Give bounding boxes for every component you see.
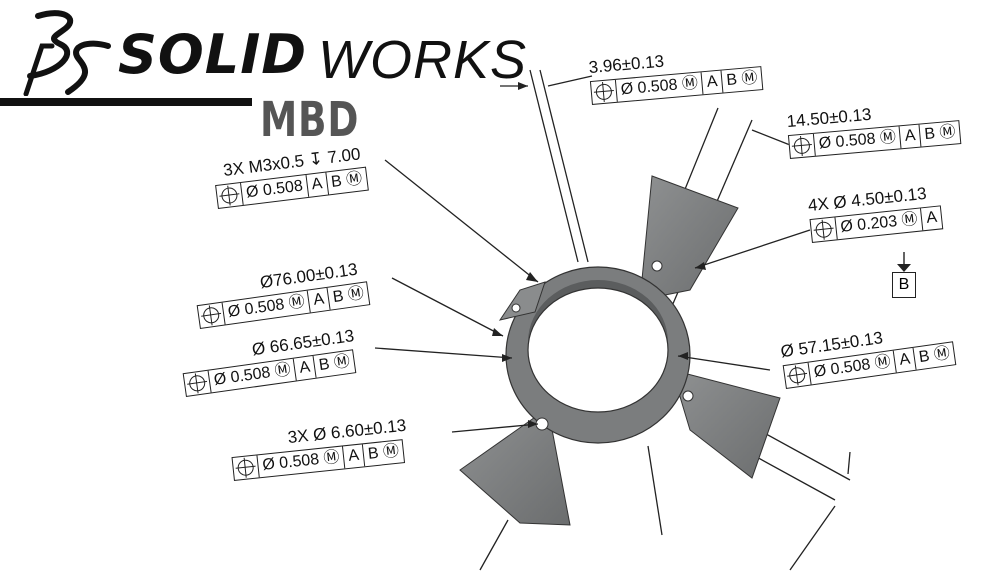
datum-triangle-icon [897, 252, 911, 272]
fcf-datum-a: A [899, 124, 922, 149]
leader-lines [374, 159, 811, 433]
position-icon [183, 370, 212, 396]
fcf-datum-b: B Ⓜ [367, 442, 400, 463]
position-icon [232, 455, 260, 480]
fcf-datum-b: B Ⓜ [330, 170, 364, 191]
fcf-datum-a: A [343, 444, 366, 469]
solidworks-logo: SOLID WORKS MBD [0, 0, 526, 160]
fcf-datum-a: A [306, 172, 329, 197]
fcf-datum-b: B Ⓜ [317, 352, 352, 375]
brand-works: WORKS [318, 30, 528, 90]
fcf-datum-b: B Ⓜ [923, 123, 957, 144]
position-icon [590, 79, 618, 104]
position-icon [216, 183, 244, 208]
fcf-datum-a: A [925, 208, 938, 227]
position-icon [783, 362, 812, 388]
leader-arrows [492, 82, 706, 428]
logo-rule [0, 98, 252, 106]
brand-solid: SOLID [118, 23, 308, 86]
datum-b-box: B [892, 272, 916, 298]
3ds-mark-icon [23, 10, 111, 96]
part-model [459, 175, 781, 526]
product-mbd: MBD [260, 92, 360, 148]
fcf-datum-b: B Ⓜ [331, 284, 366, 307]
fcf-datum-b: B Ⓜ [725, 69, 759, 90]
position-icon [810, 217, 838, 242]
fcf-datum-b: B Ⓜ [917, 344, 952, 367]
position-icon [788, 133, 816, 158]
fcf-datum-a: A [701, 70, 724, 95]
position-icon [197, 302, 226, 328]
